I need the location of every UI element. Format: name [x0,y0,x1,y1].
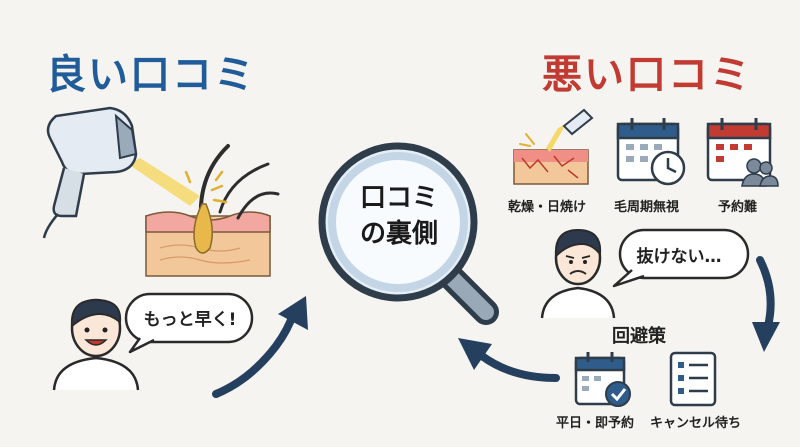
happy-person-icon [52,298,140,391]
calendar-check-icon [574,352,631,407]
arrow-solutions-to-center [458,338,560,382]
sad-person-icon [540,228,616,319]
avoid-item-label-2: キャンセル待ち [650,416,742,431]
bad-reviews-title: 悪い口コミ [542,52,752,98]
calendar-crowd-icon [706,118,779,187]
skin-laser-icon [513,108,594,185]
avoid-item-label-1: 平日・即予約 [556,416,635,431]
arrow-good-to-center [212,296,308,398]
checklist-icon [669,351,717,407]
bad-item-label-1: 乾燥・日焼け [508,200,587,215]
center-label-line1: 口コミ [359,183,438,213]
bad-item-label-3: 予約難 [718,200,758,215]
arrow-bad-to-solutions [752,256,780,352]
good-speech-text: もっと早く! [143,310,237,330]
magnifying-glass-icon [318,142,499,325]
bad-speech-text: 抜けない… [636,247,722,267]
center-label-line2: の裏側 [359,219,438,249]
calendar-clock-icon [616,118,686,186]
bad-speech-bubble [612,228,750,288]
good-speech-bubble [124,292,254,354]
bad-item-label-2: 毛周期無視 [614,200,680,215]
laser-hair-removal-icon [42,106,280,277]
avoid-title: 回避策 [612,326,666,347]
center-label: 口コミ の裏側 [346,180,452,252]
good-reviews-title: 良い口コミ [46,52,256,98]
